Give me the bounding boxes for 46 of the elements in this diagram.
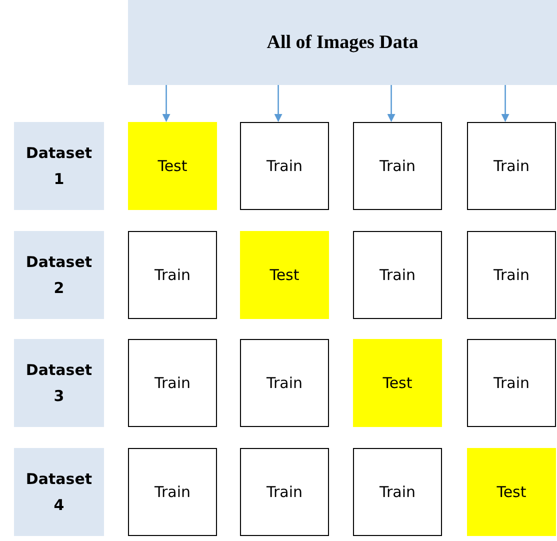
fold-label: Train — [266, 483, 302, 501]
fold-label: Train — [380, 483, 416, 501]
fold-label: Train — [154, 483, 190, 501]
arrow — [162, 85, 170, 122]
dataset-label: Dataset 3 — [24, 360, 94, 407]
fold-label: Train — [380, 266, 416, 284]
train-fold-box — [128, 231, 217, 319]
fold-label: Train — [494, 374, 530, 392]
test-fold-box — [240, 231, 329, 319]
header-title: All of Images Data — [266, 32, 418, 54]
arrow — [387, 85, 396, 122]
dataset-label: Dataset 4 — [24, 469, 94, 516]
test-fold-box — [128, 122, 217, 210]
arrow — [274, 85, 282, 122]
dataset-label-box — [14, 339, 104, 427]
train-fold-box — [240, 122, 329, 210]
fold-label: Train — [380, 157, 416, 175]
dataset-label-box — [14, 122, 104, 210]
fold-label: Train — [494, 266, 530, 284]
train-fold-box — [467, 231, 556, 319]
train-fold-box — [128, 448, 217, 536]
train-fold-box — [353, 231, 442, 319]
train-fold-box — [467, 122, 556, 210]
train-fold-box — [240, 448, 329, 536]
fold-label: Train — [266, 157, 302, 175]
fold-label: Train — [494, 157, 530, 175]
fold-label: Test — [496, 483, 526, 501]
dataset-label: Dataset 2 — [24, 252, 94, 299]
dataset-label-box — [14, 448, 104, 536]
fold-label: Test — [158, 157, 188, 175]
fold-label: Train — [154, 266, 190, 284]
header-box — [128, 0, 557, 85]
dataset-label: Dataset 1 — [24, 143, 94, 190]
dataset-label-box — [14, 231, 104, 319]
train-fold-box — [240, 339, 329, 427]
arrow — [501, 85, 510, 122]
test-fold-box — [467, 448, 556, 536]
train-fold-box — [353, 448, 442, 536]
fold-label: Test — [270, 266, 300, 284]
train-fold-box — [128, 339, 217, 427]
fold-label: Test — [382, 374, 412, 392]
fold-label: Train — [266, 374, 302, 392]
train-fold-box — [353, 122, 442, 210]
test-fold-box — [353, 339, 442, 427]
train-fold-box — [467, 339, 556, 427]
fold-label: Train — [154, 374, 190, 392]
